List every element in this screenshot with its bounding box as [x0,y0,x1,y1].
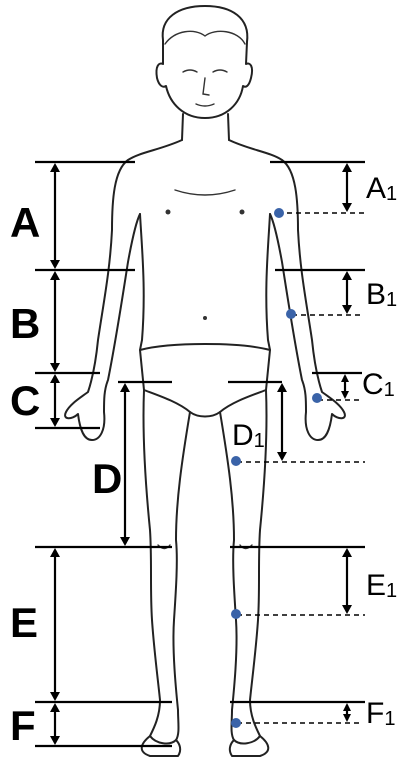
marker-c1 [312,393,322,403]
label-e: E [10,599,38,646]
label-e1: E1 [366,569,397,602]
marker-d1 [231,456,241,466]
label-d1: D1 [232,419,265,452]
label-f1: F1 [366,697,395,730]
label-b: B [10,300,40,347]
label-f: F [10,702,36,749]
human-figure [65,6,345,756]
label-a1: A1 [366,172,397,205]
left-measurements [35,162,172,746]
label-b1: B1 [366,278,397,311]
left-labels: A B C D E F [10,199,122,749]
label-c1: C1 [362,368,395,401]
label-c: C [10,377,40,424]
marker-f1 [231,718,241,728]
marker-b1 [286,309,296,319]
marker-e1 [231,609,241,619]
label-d: D [92,455,122,502]
label-a: A [10,199,40,246]
marker-a1 [274,208,284,218]
